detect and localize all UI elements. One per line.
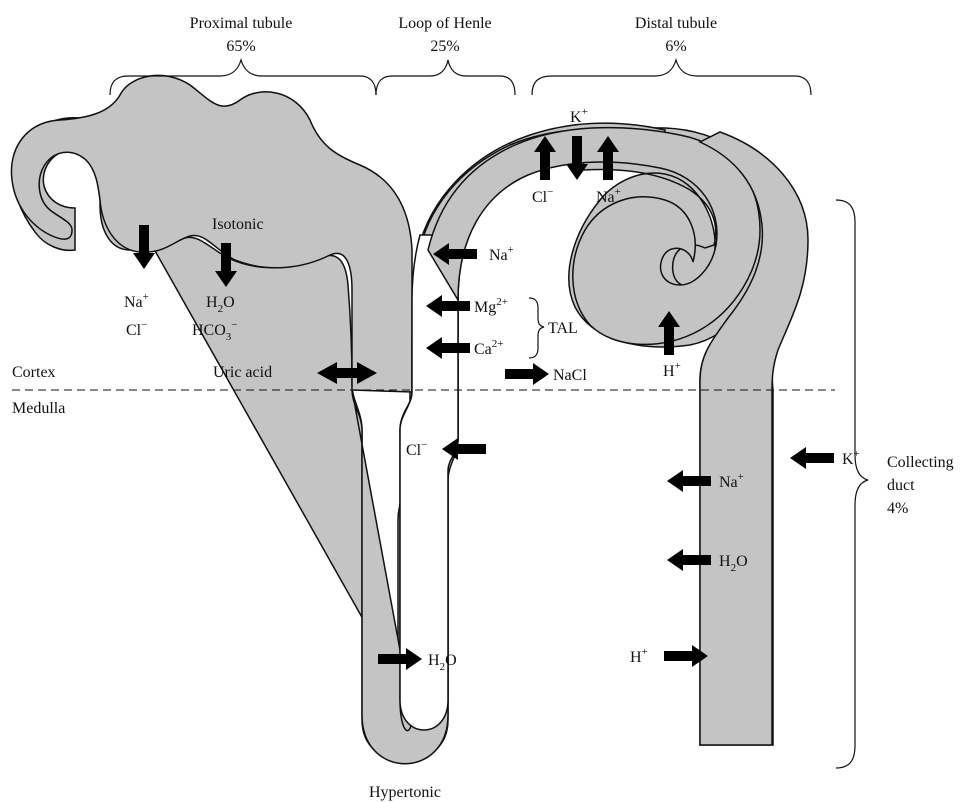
k-charge: + xyxy=(582,106,588,118)
uric-acid-label: Uric acid xyxy=(213,364,272,381)
cl-ion-proximal: Cl− xyxy=(126,319,147,339)
cl-charge: − xyxy=(547,186,553,198)
h-charge: + xyxy=(675,360,681,372)
h2o-o: O xyxy=(736,553,748,570)
na-symbol: Na xyxy=(596,189,615,206)
tal-bracket xyxy=(529,298,544,358)
nacl-label: NaCl xyxy=(553,367,587,384)
ca-ion: Ca2+ xyxy=(474,338,504,358)
h-charge: + xyxy=(642,646,648,658)
cl-ion-distal: Cl− xyxy=(532,186,553,206)
arrow-left-k-collecting-icon xyxy=(790,447,834,469)
distal-tubule-pct: 6% xyxy=(665,38,686,55)
na-symbol: Na xyxy=(124,294,143,311)
h2o-h: H xyxy=(428,652,440,669)
isotonic-label: Isotonic xyxy=(212,216,264,233)
na-ion-tal: Na+ xyxy=(489,244,514,264)
k-symbol: K xyxy=(570,109,582,126)
k-charge: + xyxy=(854,448,860,460)
na-ion-proximal: Na+ xyxy=(124,291,149,311)
h2o-h: H xyxy=(719,553,731,570)
loop-of-henle-title: Loop of Henle xyxy=(398,15,491,32)
h2o-o: O xyxy=(445,652,457,669)
mg-ion: Mg2+ xyxy=(474,296,508,316)
collecting-duct-title-line2: duct xyxy=(887,477,915,494)
medulla-label: Medulla xyxy=(12,400,65,417)
loop-bracket xyxy=(376,60,515,95)
hco3-charge: − xyxy=(231,319,237,331)
na-charge: + xyxy=(615,186,621,198)
h-symbol: H xyxy=(630,649,642,666)
mg-charge: 2+ xyxy=(496,296,508,308)
na-symbol: Na xyxy=(489,247,508,264)
k-ion-distal: K+ xyxy=(570,106,588,126)
h-ion-collecting: H+ xyxy=(630,646,648,666)
h-symbol: H xyxy=(663,363,675,380)
collecting-bracket xyxy=(836,200,868,768)
arrow-right-nacl-icon xyxy=(505,363,549,385)
loop-of-henle-pct: 25% xyxy=(430,38,459,55)
mg-symbol: Mg xyxy=(474,299,496,316)
distal-tubule-title: Distal tubule xyxy=(635,15,717,32)
k-ion-collecting: K+ xyxy=(842,448,860,468)
cl-symbol: Cl xyxy=(532,189,548,206)
h2o-o: O xyxy=(223,294,235,311)
collecting-duct-title: Collecting xyxy=(887,454,954,471)
proximal-tubule-pct: 65% xyxy=(226,38,255,55)
ca-symbol: Ca xyxy=(474,341,492,358)
hco3-base: HCO xyxy=(192,322,226,339)
cortex-label: Cortex xyxy=(12,364,56,381)
na-charge: + xyxy=(738,471,744,483)
h-ion-distal: H+ xyxy=(663,360,681,380)
cl-symbol: Cl xyxy=(406,442,422,459)
tal-label: TAL xyxy=(548,320,578,337)
cl-charge: − xyxy=(421,439,427,451)
k-symbol: K xyxy=(842,451,854,468)
na-charge: + xyxy=(508,244,514,256)
hco3-sub: 3 xyxy=(226,331,232,343)
na-charge: + xyxy=(143,291,149,303)
distal-bracket xyxy=(532,60,811,95)
hypertonic-label: Hypertonic xyxy=(369,784,441,801)
collecting-duct-pct: 4% xyxy=(887,500,908,517)
na-symbol: Na xyxy=(719,474,738,491)
cl-charge: − xyxy=(141,319,147,331)
h2o-h: H xyxy=(206,294,218,311)
proximal-tubule-title: Proximal tubule xyxy=(190,15,293,32)
ca-charge: 2+ xyxy=(492,338,504,350)
cl-symbol: Cl xyxy=(126,322,142,339)
